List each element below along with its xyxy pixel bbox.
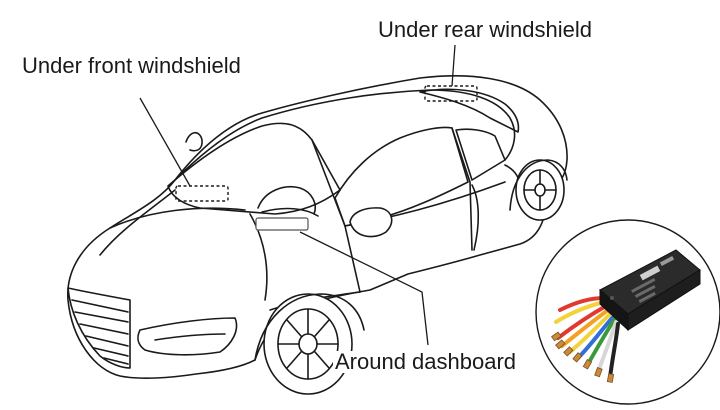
label-under-front-windshield: Under front windshield [22,53,241,78]
front-wheel [263,293,353,395]
leader-lines [139,44,456,346]
rear-wheel [515,159,565,221]
front-windshield-marker [175,185,229,202]
side-blade [471,184,480,251]
leader-front [139,97,191,187]
wire-connectors [551,331,615,383]
rear-window [419,88,520,133]
interior-mirror [185,131,203,152]
label-around-dashboard: Around dashboard [333,349,519,374]
headlight [137,317,238,356]
rear-side-window [455,128,506,181]
device-inset [535,219,720,405]
car-drawing [67,75,568,395]
front-grille [67,287,131,369]
dashboard-marker [255,217,309,231]
steering-hint [257,186,316,215]
gps-tracker-device [599,249,701,332]
placement-markers [175,85,478,202]
leader-rear [451,44,456,87]
leader-dashboard [299,231,429,346]
side-mirror [349,207,393,238]
side-window [334,126,469,227]
rear-windshield-marker [424,85,478,102]
car-roof [174,89,516,181]
label-under-rear-windshield: Under rear windshield [378,17,592,42]
